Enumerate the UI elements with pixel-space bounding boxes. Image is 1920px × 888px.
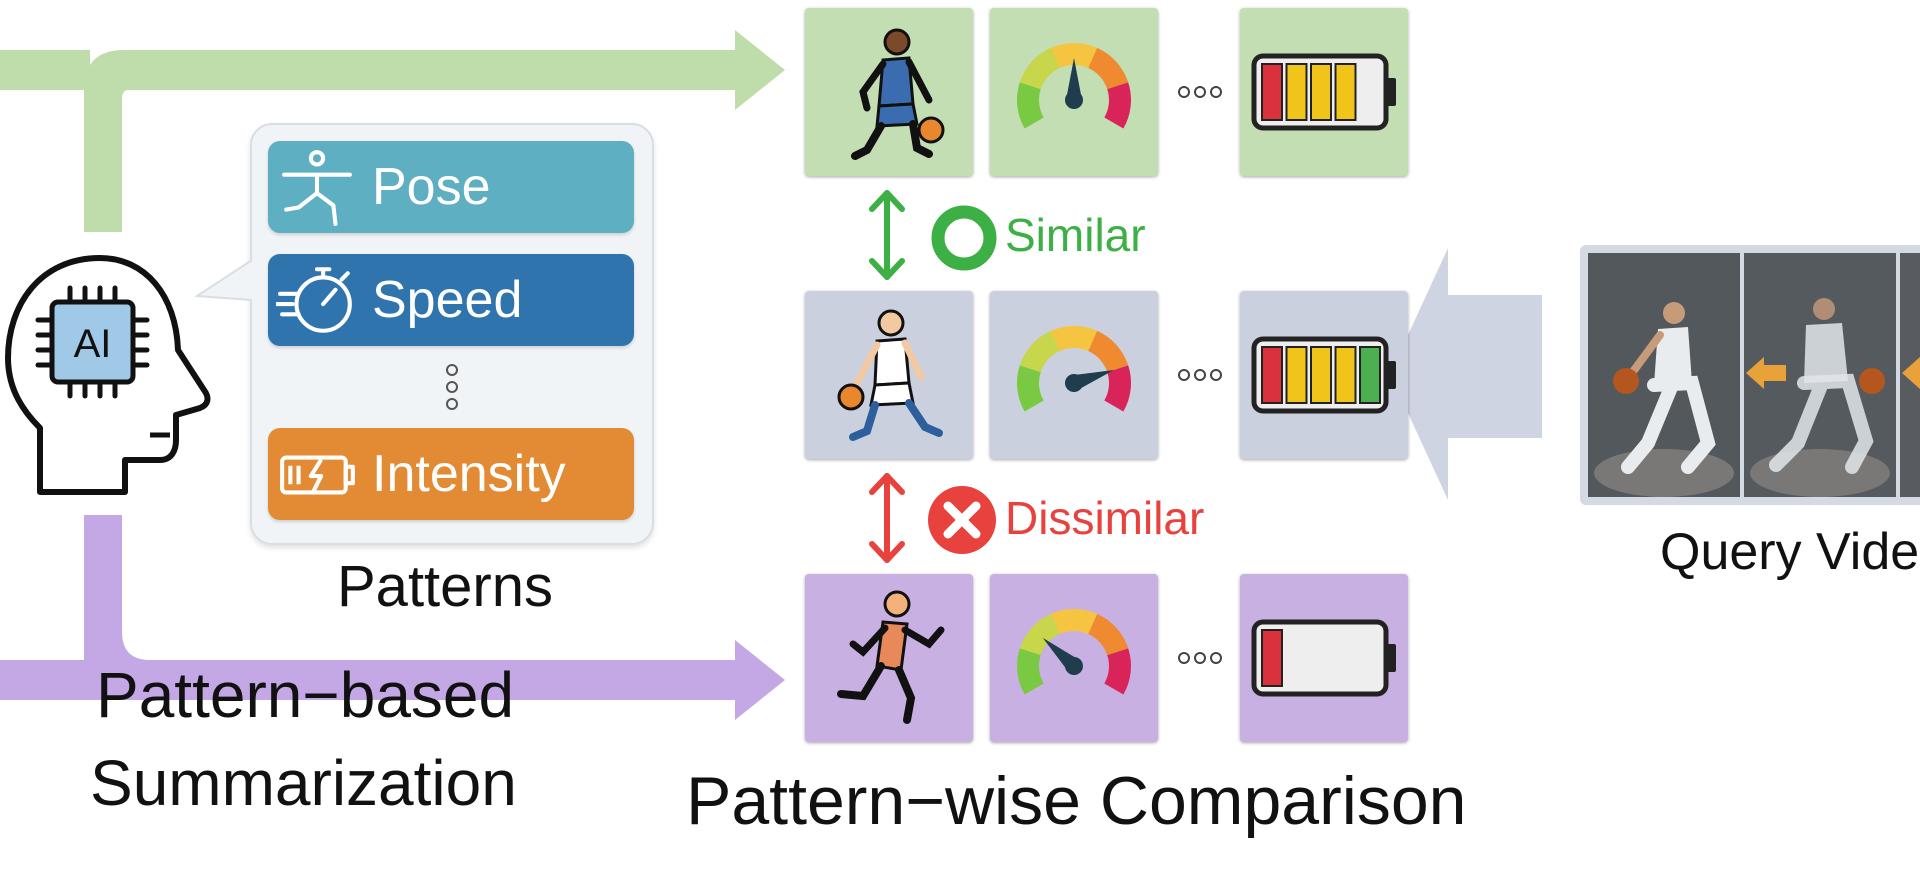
battery-segment	[1261, 629, 1283, 687]
gauge-segment	[1017, 648, 1044, 695]
gauge-segment	[1087, 47, 1129, 90]
tile-figure	[805, 8, 973, 176]
tile-figure	[805, 291, 973, 459]
gauge-segment	[1019, 613, 1061, 656]
athlete-photo	[1588, 253, 1740, 497]
athlete-photo	[1744, 253, 1896, 497]
tile-figure	[805, 574, 973, 742]
gauge-segment	[1017, 365, 1044, 412]
gauge-needle	[1066, 58, 1082, 100]
battery-tip	[1386, 78, 1396, 106]
battery-segment	[1310, 63, 1332, 121]
speed-gauge-icon	[1017, 326, 1131, 412]
battery-segment	[1310, 346, 1332, 404]
dissimilar-label: Dissimilar	[1005, 492, 1205, 544]
battery-segment	[1334, 63, 1357, 121]
ellipsis-icon	[1178, 86, 1222, 98]
gauge-segment	[1050, 609, 1098, 635]
pattern-label: Intensity	[372, 445, 566, 503]
gauge-segment	[1050, 43, 1098, 69]
battery-segment	[1285, 346, 1308, 404]
tile-gauge	[990, 574, 1158, 742]
gauge-segment	[1019, 47, 1061, 90]
green-flow-arrow	[0, 30, 785, 232]
battery-segment	[1285, 63, 1308, 121]
pattern-pose: Pose	[268, 141, 634, 233]
x-mark-icon	[928, 486, 996, 554]
battery-segment	[1334, 346, 1357, 404]
basketball-player-icon	[851, 28, 945, 160]
gauge-hub	[1065, 657, 1083, 675]
pattern-intensity: Intensity	[268, 428, 634, 520]
gauge-segment	[1017, 82, 1044, 129]
patterns-caption: Patterns	[337, 554, 553, 619]
vertical-ellipsis-icon	[446, 364, 458, 410]
query-flow-arrow	[1390, 248, 1542, 500]
circle-check-icon	[931, 205, 997, 271]
gauge-hub	[1065, 91, 1083, 109]
dissimilar-double-arrow	[869, 473, 905, 563]
pattern-label: Speed	[372, 271, 523, 329]
basketball-player-icon	[837, 309, 943, 441]
tile-battery	[1240, 291, 1408, 459]
video-frame	[1588, 253, 1740, 497]
speed-gauge-icon	[1017, 609, 1131, 695]
query-caption: Query Vide	[1660, 523, 1920, 581]
gauge-segment	[1050, 326, 1098, 352]
tile-gauge	[990, 291, 1158, 459]
similar-double-arrow	[869, 190, 905, 280]
video-frame	[1744, 253, 1896, 497]
gauge-segment	[1019, 330, 1061, 373]
ai-text: AI	[74, 322, 112, 366]
speed-gauge-icon	[1017, 43, 1131, 129]
gauge-hub	[1065, 374, 1083, 392]
battery-tip	[1386, 644, 1396, 672]
gauge-segment	[1087, 330, 1129, 373]
battery-tip	[1386, 361, 1396, 389]
athlete-photo	[1900, 253, 1920, 497]
tile-gauge	[990, 8, 1158, 176]
left-caption-line2: Summarization	[90, 747, 517, 819]
video-frame	[1900, 253, 1920, 497]
ai-head-icon: AI	[5, 255, 211, 495]
battery-icon	[1251, 336, 1396, 414]
query-video-frames	[1580, 245, 1920, 505]
battery-segment	[1359, 346, 1381, 404]
left-caption-line1: Pattern−based	[96, 659, 515, 731]
tile-battery	[1240, 574, 1408, 742]
pattern-speed: Speed	[268, 254, 634, 346]
purple-flow-arrow	[0, 515, 785, 720]
similar-label: Similar	[1005, 209, 1146, 261]
pattern-label: Pose	[372, 158, 491, 216]
panel-pointer	[195, 260, 253, 301]
stopwatch-icon	[276, 267, 352, 333]
battery-icon	[1251, 53, 1396, 131]
gauge-segment	[1087, 613, 1129, 656]
gauge-segment	[1104, 365, 1131, 412]
battery-segment	[1261, 346, 1283, 404]
comparison-caption: Pattern−wise Comparison	[686, 763, 1467, 839]
gauge-segment	[1104, 82, 1131, 129]
battery-bolt-icon	[280, 455, 355, 495]
battery-segment	[1261, 63, 1283, 121]
pose-icon	[282, 150, 352, 226]
tile-battery	[1240, 8, 1408, 176]
ellipsis-icon	[1178, 652, 1222, 664]
ellipsis-icon	[1178, 369, 1222, 381]
gauge-segment	[1104, 648, 1131, 695]
runner-icon	[837, 590, 945, 724]
battery-icon	[1251, 619, 1396, 697]
